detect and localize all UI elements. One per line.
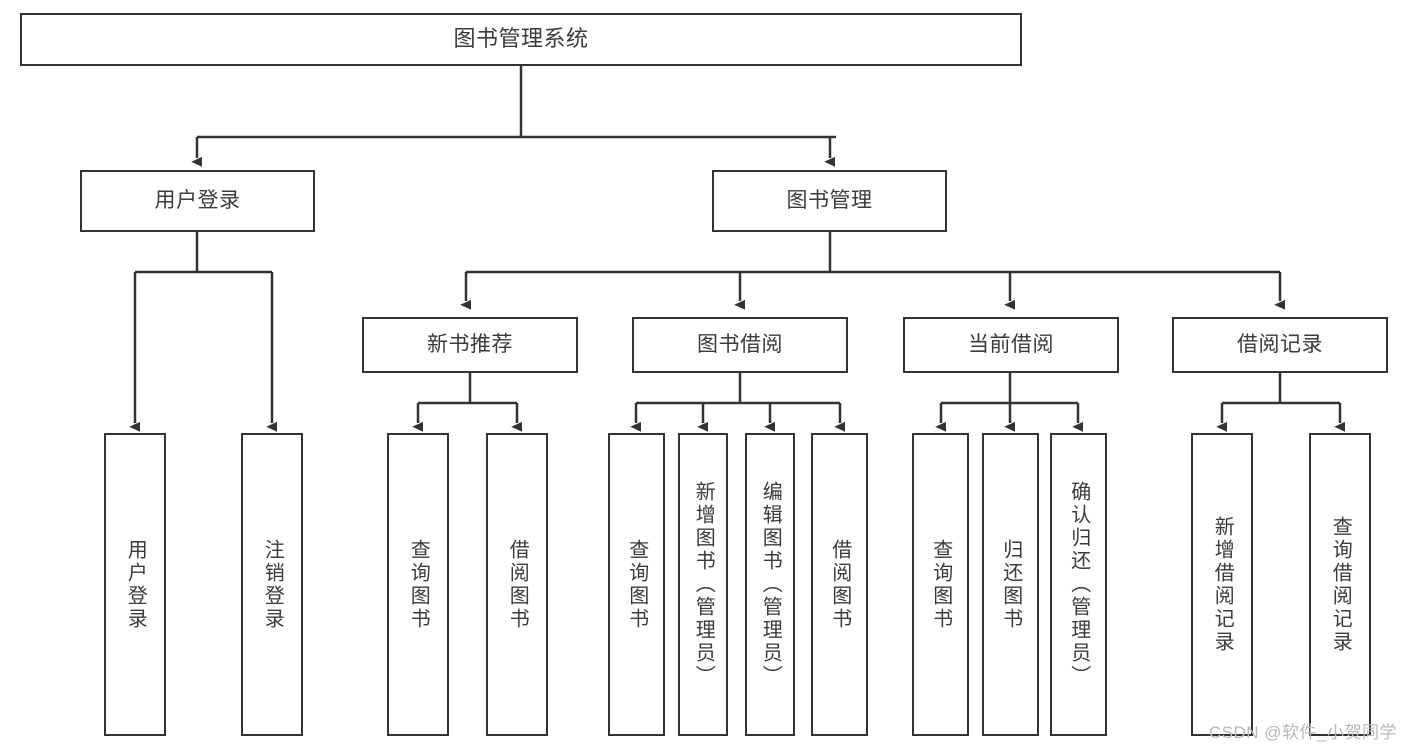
node-leaf-user-login[interactable]: 用户登录: [104, 433, 166, 736]
node-leaf-logout[interactable]: 注销登录: [241, 433, 303, 736]
node-label: 新书推荐: [427, 333, 513, 357]
node-label: 当前借阅: [968, 333, 1054, 357]
node-label: 借阅图书: [506, 538, 529, 631]
node-label: 图书管理系统: [453, 26, 589, 52]
node-leaf-query-record[interactable]: 查询借阅记录: [1309, 433, 1371, 736]
node-label: 新增图书（管理员）: [692, 481, 715, 688]
node-leaf-borrow-book-2[interactable]: 借阅图书: [811, 433, 868, 736]
node-label: 图书借阅: [697, 333, 783, 357]
node-label: 查询图书: [929, 538, 952, 631]
node-leaf-confirm-return[interactable]: 确认归还（管理员）: [1050, 433, 1107, 736]
node-book-borrow[interactable]: 图书借阅: [632, 317, 848, 373]
node-leaf-query-book-2[interactable]: 查询图书: [608, 433, 665, 736]
node-label: 借阅记录: [1237, 333, 1323, 357]
node-label: 查询借阅记录: [1329, 515, 1352, 654]
node-user-login[interactable]: 用户登录: [80, 170, 315, 232]
node-label: 用户登录: [124, 538, 147, 631]
csdn-watermark: CSDN @软件_小贺同学: [1208, 723, 1397, 742]
node-label: 编辑图书（管理员）: [759, 481, 782, 688]
node-label: 注销登录: [261, 538, 284, 631]
node-borrow-record[interactable]: 借阅记录: [1172, 317, 1388, 373]
node-label: 用户登录: [154, 189, 241, 213]
node-label: 新增借阅记录: [1211, 515, 1234, 654]
node-leaf-add-book[interactable]: 新增图书（管理员）: [678, 433, 728, 736]
node-current-borrow[interactable]: 当前借阅: [903, 317, 1119, 373]
node-leaf-edit-book[interactable]: 编辑图书（管理员）: [745, 433, 795, 736]
node-label: 归还图书: [999, 538, 1022, 631]
node-label: 图书管理: [786, 189, 873, 213]
node-leaf-return-book[interactable]: 归还图书: [982, 433, 1039, 736]
node-root-system[interactable]: 图书管理系统: [20, 13, 1022, 66]
node-leaf-add-record[interactable]: 新增借阅记录: [1191, 433, 1253, 736]
node-book-manage[interactable]: 图书管理: [712, 170, 947, 232]
node-leaf-query-book-1[interactable]: 查询图书: [387, 433, 449, 736]
node-label: 确认归还（管理员）: [1067, 481, 1090, 688]
node-leaf-query-book-3[interactable]: 查询图书: [912, 433, 969, 736]
node-label: 查询图书: [625, 538, 648, 631]
node-label: 查询图书: [407, 538, 430, 631]
node-new-book-recommend[interactable]: 新书推荐: [362, 317, 578, 373]
node-leaf-borrow-book-1[interactable]: 借阅图书: [486, 433, 548, 736]
node-label: 借阅图书: [828, 538, 851, 631]
